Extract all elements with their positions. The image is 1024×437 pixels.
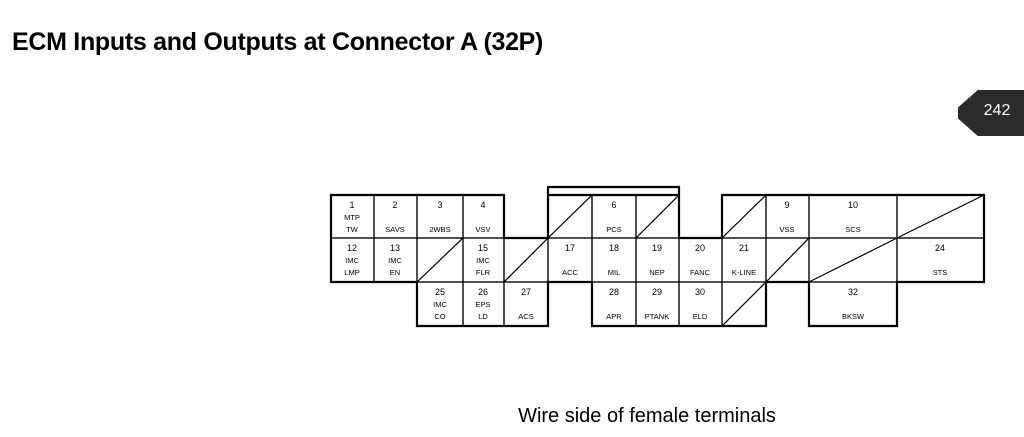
terminal-number-28: 28 [609,287,619,297]
terminal-signal-2: SAVS [385,225,404,234]
terminal-number-20: 20 [695,243,705,253]
terminal-signal-15: IMC [476,256,490,265]
unused-terminal-slash [503,237,549,283]
terminal-signal-9: VSS [779,225,794,234]
unused-terminal-slash [721,281,767,327]
unused-terminal-slash [547,194,593,239]
connector-lock-tab [546,185,681,195]
unused-terminal-slash [416,237,464,283]
terminal-number-25: 25 [435,287,445,297]
terminal-signal-12: IMC [345,256,359,265]
terminal-signal-24: STS [933,268,948,277]
terminal-number-2: 2 [392,200,397,210]
terminal-number-24: 24 [935,243,945,253]
terminal-signal-26: EPS [475,300,490,309]
terminal-signal-1: TW [346,225,359,234]
terminal-signal-3: 2WBS [429,225,450,234]
terminal-signal-25: IMC [433,300,447,309]
terminal-number-21: 21 [739,243,749,253]
terminal-signal-13: EN [390,268,400,277]
diagram-caption: Wire side of female terminals [518,405,776,427]
terminal-number-6: 6 [611,200,616,210]
unused-terminal-slash [808,237,898,283]
terminal-signal-18: MIL [608,268,621,277]
terminal-number-1: 1 [349,200,354,210]
terminal-signal-1: MTP [344,213,360,222]
connector-outline [329,193,986,328]
terminal-number-29: 29 [652,287,662,297]
terminal-number-9: 9 [784,200,789,210]
terminal-signal-17: ACC [562,268,578,277]
terminal-number-3: 3 [437,200,442,210]
terminal-signal-6: PCS [606,225,621,234]
terminal-signal-29: PTANK [645,312,669,321]
page-number: 242 [983,102,1011,119]
terminal-number-27: 27 [521,287,531,297]
terminal-number-12: 12 [347,243,357,253]
terminal-number-4: 4 [480,200,485,210]
terminal-signal-10: SCS [845,225,860,234]
unused-terminal-slash [896,194,985,239]
terminal-number-15: 15 [478,243,488,253]
terminal-signal-19: NEP [649,268,664,277]
terminal-signal-13: IMC [388,256,402,265]
terminal-number-13: 13 [390,243,400,253]
terminal-signal-32: BKSW [842,312,865,321]
terminal-signal-26: LD [478,312,488,321]
terminal-signal-28: APR [606,312,622,321]
terminal-signal-12: LMP [344,268,359,277]
terminal-number-26: 26 [478,287,488,297]
terminal-signal-20: FANC [690,268,711,277]
terminal-number-30: 30 [695,287,705,297]
terminal-signal-4: VSV [475,225,490,234]
terminal-signal-27: ACS [518,312,533,321]
terminal-signal-15: FLR [476,268,491,277]
unused-terminal-slash [635,194,680,239]
unused-terminal-slash [721,194,767,239]
terminal-number-19: 19 [652,243,662,253]
terminal-signal-25: CO [434,312,445,321]
unused-terminal-slash [765,237,810,283]
terminal-number-10: 10 [848,200,858,210]
terminal-number-17: 17 [565,243,575,253]
terminal-number-18: 18 [609,243,619,253]
page-title: ECM Inputs and Outputs at Connector A (3… [12,28,544,56]
terminal-signal-30: ELD [693,312,708,321]
terminal-signal-21: K-LINE [732,268,756,277]
terminal-number-32: 32 [848,287,858,297]
